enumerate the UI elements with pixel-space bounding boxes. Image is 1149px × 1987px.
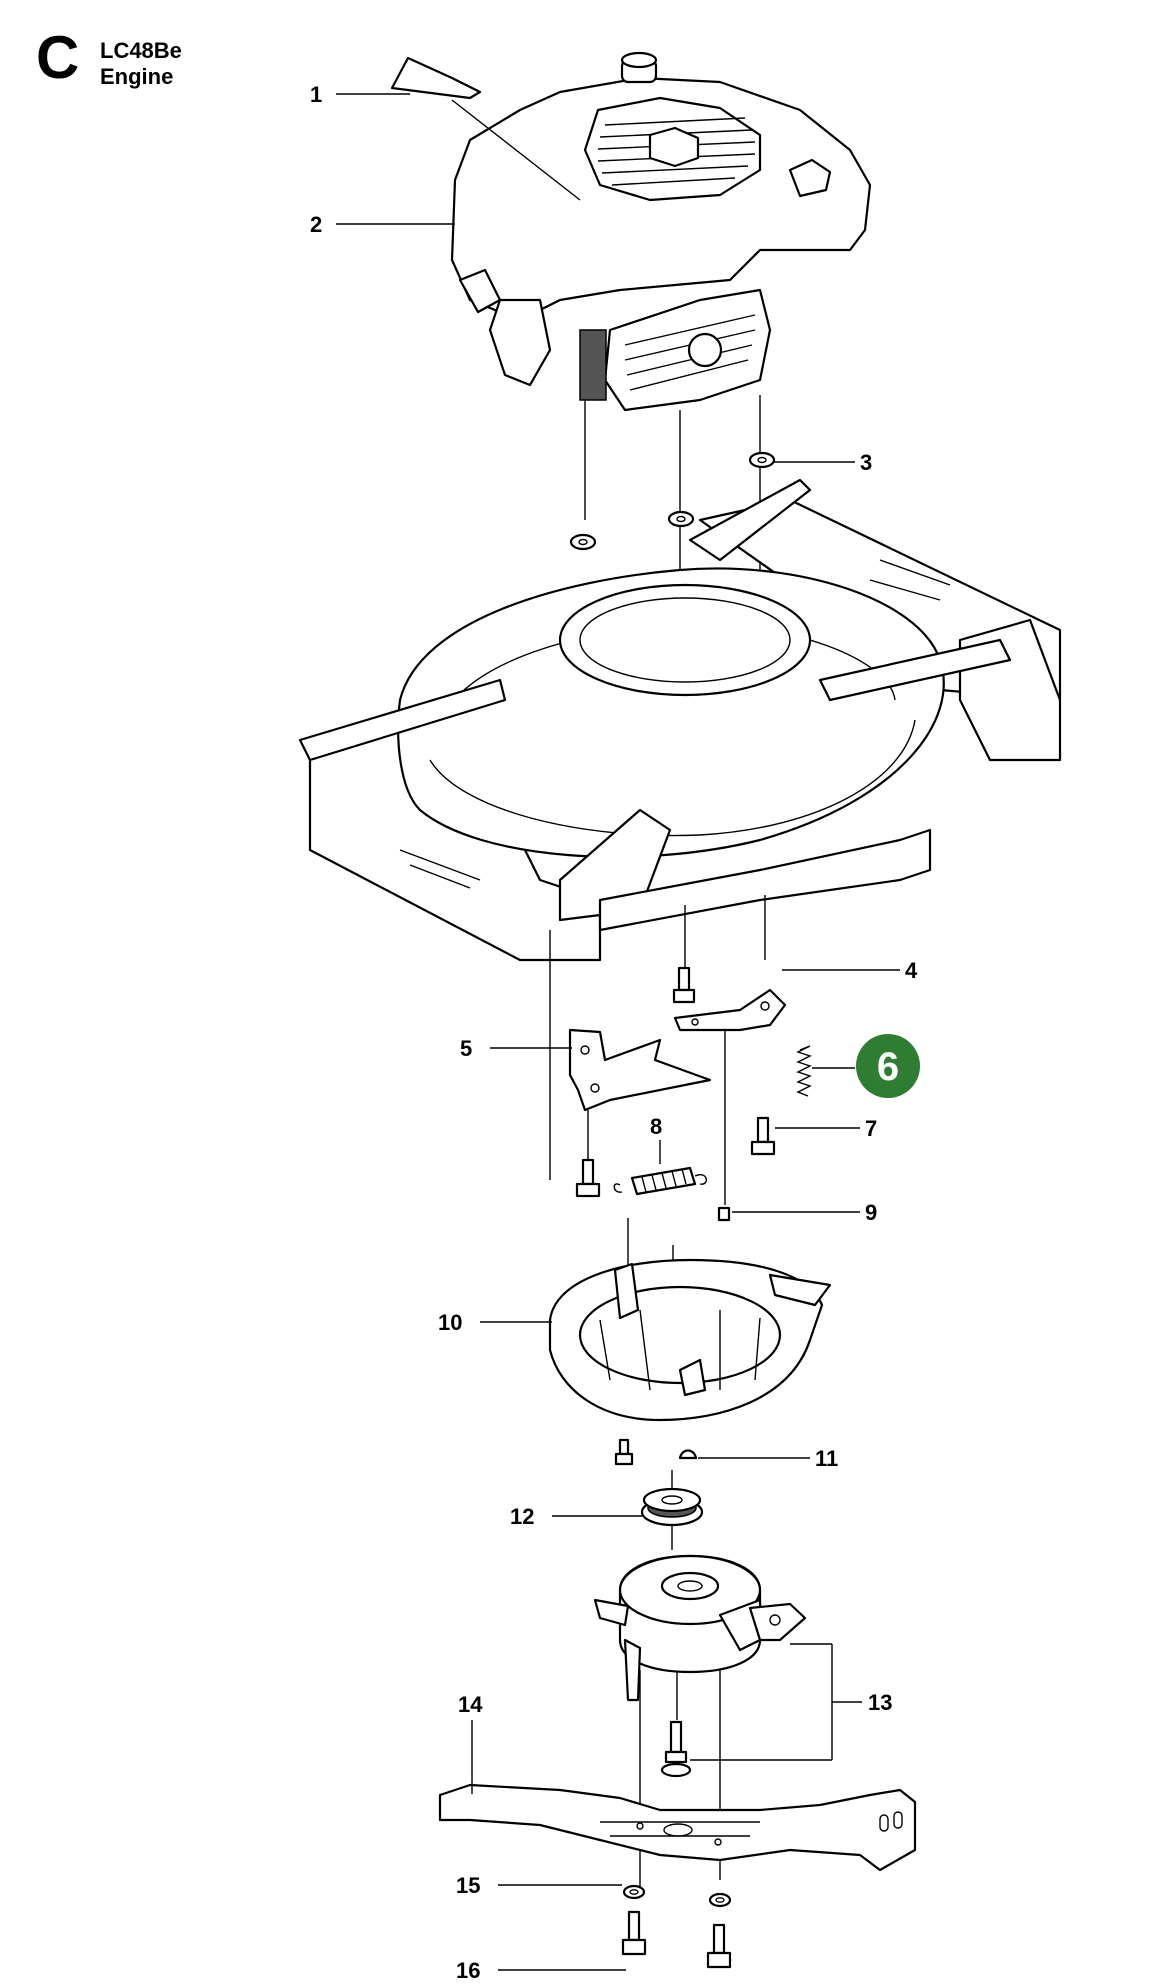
part-13-clutch[interactable] — [593, 1554, 807, 1890]
part-16-bolt[interactable] — [621, 1910, 732, 1969]
model-name: LC48Be — [100, 38, 182, 63]
callout-2[interactable]: 2 — [310, 212, 322, 237]
callout-1[interactable]: 1 — [310, 82, 322, 107]
callout-6[interactable]: 6 — [877, 1045, 899, 1089]
part-1-decal[interactable] — [390, 56, 482, 100]
callout-9[interactable]: 9 — [865, 1200, 877, 1225]
part-9-nut[interactable] — [717, 1206, 731, 1222]
part-5-bracket[interactable] — [568, 1028, 712, 1112]
callout-12[interactable]: 12 — [510, 1504, 534, 1529]
callout-16[interactable]: 16 — [456, 1958, 480, 1983]
callout-5[interactable]: 5 — [460, 1036, 472, 1061]
callout-13[interactable]: 13 — [868, 1690, 892, 1715]
deck-bolt[interactable] — [672, 966, 696, 1004]
deck-leader-lines — [549, 895, 766, 1180]
part-15-washer[interactable] — [622, 1884, 732, 1908]
callout-10[interactable]: 10 — [438, 1310, 462, 1335]
housing-bolt[interactable] — [614, 1438, 634, 1466]
section-letter: C — [36, 24, 80, 91]
callout-8[interactable]: 8 — [650, 1114, 662, 1139]
part-12-bushing[interactable] — [640, 1470, 704, 1550]
group-name: Engine — [100, 64, 174, 89]
callout-leaders — [336, 93, 900, 1971]
part-11-key[interactable] — [678, 1449, 698, 1460]
callout-labels: 1 2 3 4 5 7 8 9 10 11 12 13 14 15 16 — [310, 82, 918, 1983]
callout-4[interactable]: 4 — [905, 958, 918, 983]
callout-11[interactable]: 11 — [815, 1446, 838, 1471]
callout-6-highlight[interactable]: 6 — [856, 1034, 920, 1098]
part-6-spring[interactable] — [796, 1045, 812, 1097]
part-3-washer[interactable] — [569, 451, 776, 551]
callout-7[interactable]: 7 — [865, 1116, 877, 1141]
part-8-spring[interactable] — [613, 1166, 707, 1196]
callout-14[interactable]: 14 — [458, 1692, 483, 1717]
part-4-bracket[interactable] — [673, 988, 787, 1032]
callout-3[interactable]: 3 — [860, 450, 872, 475]
part-7-bolt[interactable] — [750, 1116, 776, 1156]
bracket-bolt[interactable] — [575, 1110, 601, 1198]
part-14-blade[interactable] — [438, 1783, 917, 1872]
mower-deck — [298, 478, 1062, 962]
part-10-housing[interactable] — [548, 1218, 832, 1422]
title-block: LC48Be Engine — [100, 38, 182, 90]
part-2-engine[interactable] — [450, 51, 872, 412]
callout-15[interactable]: 15 — [456, 1873, 480, 1898]
